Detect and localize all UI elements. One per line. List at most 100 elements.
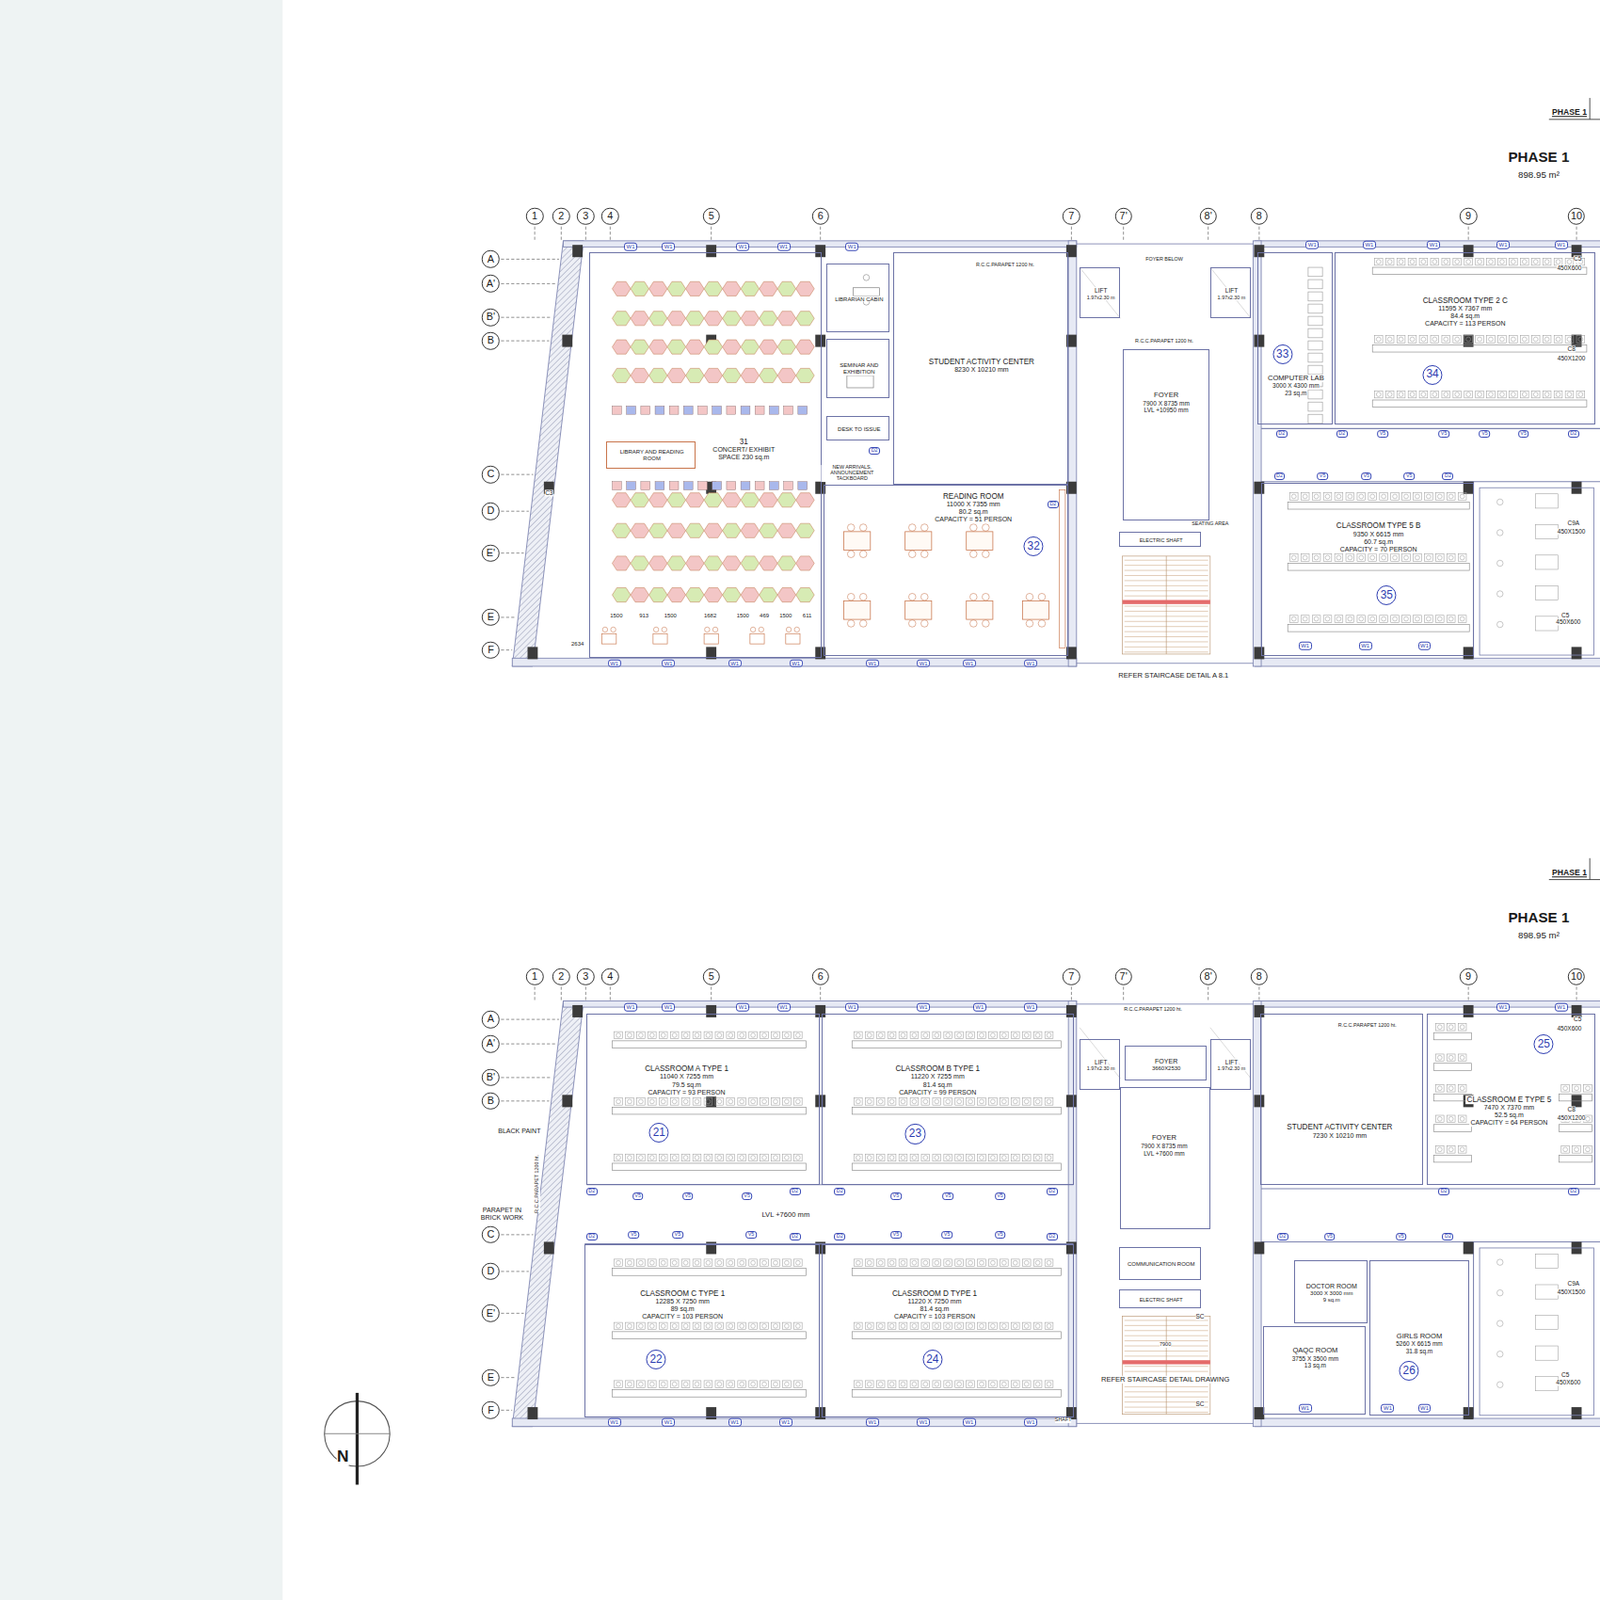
seat: [1010, 1380, 1020, 1389]
seat-symbol: [1404, 616, 1409, 622]
chair: [768, 406, 779, 416]
reading-desk: [722, 587, 742, 602]
seat-symbol: [784, 1260, 790, 1265]
text-group: ELECTRIC SHAFT: [1138, 1296, 1184, 1303]
reading-desk: [667, 339, 687, 354]
window-tag: W1: [789, 658, 803, 668]
seat-symbol: [923, 1099, 928, 1104]
seat: [658, 1322, 668, 1330]
grid-bubble: 10: [1568, 208, 1585, 225]
seat-symbol: [1521, 336, 1527, 342]
seat: [658, 1153, 668, 1162]
seat-symbol: [627, 1155, 633, 1161]
seat: [658, 1380, 668, 1389]
room-detail: 80.2 sq.m: [958, 508, 990, 516]
seat: [614, 1322, 624, 1330]
grid-bubble: E': [481, 1304, 499, 1322]
seat: [625, 1322, 635, 1330]
window-tag: W1: [736, 242, 750, 252]
seat-symbol: [660, 1260, 666, 1265]
window-tag: W1: [1305, 240, 1319, 250]
window-tag: W1: [1554, 240, 1568, 250]
seat: [726, 1153, 736, 1162]
text-group: LIBRARIAN CABIN: [833, 295, 884, 303]
seat-symbol: [1291, 555, 1296, 560]
seat-symbol: [705, 1260, 711, 1265]
window-tag: W1: [624, 242, 638, 252]
toilet-stall: [1536, 524, 1559, 539]
door-tag: D2: [1276, 430, 1288, 438]
seat: [760, 1259, 769, 1267]
seat: [1457, 1054, 1467, 1062]
door-tag: D2: [586, 1187, 598, 1196]
seat-symbol: [878, 1033, 883, 1039]
dimension: 1500: [664, 611, 677, 619]
seat: [966, 1031, 976, 1040]
seat-symbol: [1510, 259, 1516, 265]
seat: [1441, 336, 1451, 344]
toilet-block: [1479, 487, 1594, 656]
vent-tag: V5: [994, 1192, 1007, 1200]
column: [528, 646, 539, 659]
note: R.C.C.PARAPET 1200 ht.: [976, 262, 1035, 269]
seat-symbol: [705, 1324, 711, 1329]
room-detail: 60.7 sq.m: [1362, 538, 1394, 546]
room-name: CLASSROOM A TYPE 1: [643, 1064, 730, 1073]
chair-symbol: [982, 620, 991, 628]
seat-symbol: [900, 1324, 906, 1329]
seat-symbol: [773, 1099, 779, 1104]
grid-line: [1122, 986, 1124, 1000]
seat: [670, 1259, 679, 1267]
reading-desk: [667, 368, 687, 383]
seat-symbol: [1347, 494, 1353, 499]
note: R.C.C.PARAPET 1200 ht.: [1338, 1023, 1397, 1029]
seat-symbol: [795, 1155, 800, 1161]
seat-symbol: [627, 1324, 633, 1329]
seat: [681, 1153, 690, 1162]
reading-desk: [630, 587, 650, 602]
grid-bubble: B: [481, 1092, 499, 1110]
grid-bubble: 2: [552, 967, 570, 985]
room-box: STUDENT ACTIVITY CENTER7230 X 10210 mm: [1260, 1013, 1424, 1185]
seat-symbol: [784, 1155, 790, 1161]
seat: [1430, 336, 1440, 344]
grid-bubble: E': [481, 544, 499, 561]
seat-symbol: [1347, 555, 1353, 560]
column: [705, 244, 717, 257]
grid-line: [1071, 986, 1072, 1000]
room-name: FOYER: [1153, 1056, 1179, 1065]
seat-symbol: [1325, 616, 1330, 622]
window-tag: W1: [1426, 240, 1440, 250]
seat-symbol: [762, 1099, 768, 1104]
seat: [1464, 390, 1473, 399]
seat: [910, 1031, 919, 1040]
seat-symbol: [762, 1033, 768, 1039]
bench: [612, 1106, 807, 1115]
seat: [1010, 1098, 1020, 1106]
seat-symbol: [1398, 259, 1404, 265]
note: REFER STAIRCASE DETAIL A 8.1: [1118, 672, 1229, 680]
seat: [1374, 336, 1383, 344]
text-group: COMPUTER LAB3000 X 4300 mm23 sq.m: [1266, 374, 1326, 398]
seat-symbol: [912, 1033, 917, 1039]
seat: [1323, 493, 1332, 501]
window-tag: W1: [624, 1003, 638, 1012]
seat: [1000, 1098, 1009, 1106]
chair: [768, 481, 779, 491]
reading-desk: [612, 281, 632, 296]
seat-symbol: [991, 1324, 996, 1329]
chair: [712, 406, 722, 416]
seat: [955, 1322, 964, 1330]
column: [1463, 1241, 1474, 1254]
vent-tag: V5: [1479, 430, 1491, 438]
chair-symbol: [908, 620, 916, 628]
seat-symbol: [705, 1099, 711, 1104]
seat: [1374, 257, 1383, 266]
grid-line: [710, 226, 712, 240]
seat: [853, 1031, 863, 1040]
seat-symbol: [1001, 1324, 1007, 1329]
text-group: 25: [1534, 1033, 1554, 1055]
stair-landing-mark: [1122, 1360, 1211, 1364]
text-group: CLASSROOM E TYPE 57470 X 7370 mm52.5 sq.…: [1466, 1095, 1553, 1128]
seat-symbol: [649, 1099, 655, 1104]
